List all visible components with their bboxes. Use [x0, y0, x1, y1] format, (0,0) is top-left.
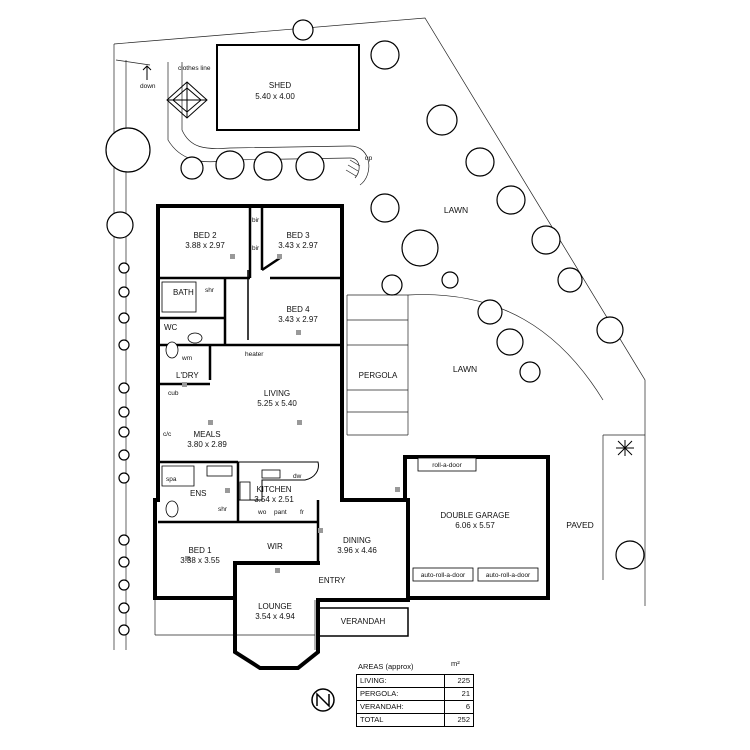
table-row: PERGOLA: 21 [356, 687, 474, 701]
bed4-name: BED 4 [286, 305, 310, 314]
area-label: TOTAL [356, 713, 445, 727]
pergola-frame [346, 295, 408, 436]
area-label: PERGOLA: [356, 687, 445, 701]
kitchen-bench [237, 461, 319, 501]
tree-row-left [105, 127, 151, 636]
shed [216, 44, 360, 131]
lawn-label-bottom: LAWN [453, 364, 477, 374]
table-row: TOTAL 252 [356, 713, 474, 727]
area-value: 6 [444, 700, 474, 714]
shr-label: shr [205, 287, 215, 294]
area-label: VERANDAH: [356, 700, 445, 714]
area-value: 21 [444, 687, 474, 701]
toilet [165, 341, 179, 359]
wm-label: wm [181, 355, 192, 362]
lawn-label-top: LAWN [444, 205, 468, 215]
bir-label-1: bir [252, 217, 260, 224]
bed3-size: 3.43 x 2.97 [278, 241, 318, 250]
lounge-name: LOUNGE [258, 602, 292, 611]
wc-label: WC [164, 323, 178, 332]
down-arrow-icon [142, 65, 152, 80]
clothes-line-label: clothes line [178, 65, 211, 72]
bed1-size: 3.38 x 3.55 [180, 556, 220, 565]
dining-name: DINING [343, 536, 371, 545]
bed1-name: BED 1 [188, 546, 212, 555]
bir-label-2: bir [252, 245, 260, 252]
auto-roll-a-door-label-2: auto-roll-a-door [486, 572, 531, 579]
north-arrow-icon [311, 688, 335, 712]
ldry-label: L'DRY [176, 371, 199, 380]
table-row: VERANDAH: 6 [356, 700, 474, 714]
cub-label: cub [168, 390, 179, 397]
bath-tub [161, 281, 197, 313]
bed2-size: 3.88 x 2.97 [185, 241, 225, 250]
garden-path-edge [181, 62, 370, 186]
spa-bath [161, 465, 195, 487]
tree-row-diagonal [370, 40, 645, 570]
house-walls [153, 204, 550, 670]
spa-label: spa [166, 476, 177, 483]
garage-name: DOUBLE GARAGE [440, 511, 509, 520]
interior-walls [158, 206, 342, 563]
areas-table: AREAS (approx) m² LIVING: 225 PERGOLA: 2… [356, 659, 474, 734]
pant-label: pant [274, 509, 287, 516]
clothes-line-icon [166, 81, 208, 119]
garden-steps [345, 159, 361, 177]
bed2-name: BED 2 [193, 231, 217, 240]
up-label: up [365, 155, 373, 162]
garage-doors [412, 457, 539, 582]
area-label: LIVING: [356, 674, 445, 688]
bath-label: BATH [173, 288, 194, 297]
bed3-name: BED 3 [286, 231, 310, 240]
living-size: 5.25 x 5.40 [257, 399, 297, 408]
ens-shr-label: shr [218, 506, 228, 513]
kitchen-size: 3.54 x 2.51 [254, 495, 294, 504]
cc-label: c/c [163, 431, 172, 438]
ens-toilet [165, 500, 179, 518]
areas-unit: m² [451, 659, 460, 668]
living-name: LIVING [264, 389, 290, 398]
fr-label: fr [300, 509, 305, 516]
ens-vanity [206, 465, 233, 477]
wo-label: wo [257, 509, 267, 516]
areas-rows: LIVING: 225 PERGOLA: 21 VERANDAH: 6 TOTA… [356, 674, 474, 727]
bed4-size: 3.43 x 2.97 [278, 315, 318, 324]
auto-roll-a-door-label-1: auto-roll-a-door [421, 572, 466, 579]
roll-a-door-label: roll-a-door [432, 462, 462, 469]
meals-name: MEALS [193, 430, 220, 439]
pergola-label: PERGOLA [359, 371, 398, 380]
paved-label: PAVED [566, 520, 594, 530]
verandah-label: VERANDAH [341, 617, 386, 626]
area-value: 252 [444, 713, 474, 727]
kitchen-name: KITCHEN [256, 485, 291, 494]
entry-label: ENTRY [319, 576, 347, 585]
down-label: down [140, 83, 156, 90]
basin [187, 332, 203, 344]
table-row: LIVING: 225 [356, 674, 474, 688]
tree-row-top [180, 19, 325, 181]
garage-size: 6.06 x 5.57 [455, 521, 495, 530]
areas-title: AREAS (approx) [358, 662, 414, 671]
lounge-size: 3.54 x 4.94 [255, 612, 295, 621]
shed-size: 5.40 x 4.00 [255, 92, 295, 101]
wir-label: WIR [267, 542, 283, 551]
ens-label: ENS [190, 489, 206, 498]
shed-name: SHED [269, 81, 291, 90]
heater-label: heater [245, 351, 264, 358]
palm-tree-icon [616, 440, 634, 456]
dining-size: 3.96 x 4.46 [337, 546, 377, 555]
area-value: 225 [444, 674, 474, 688]
dw-label: dw [293, 473, 302, 480]
room-markers [182, 254, 400, 573]
meals-size: 3.80 x 2.89 [187, 440, 227, 449]
verandah [317, 607, 409, 637]
